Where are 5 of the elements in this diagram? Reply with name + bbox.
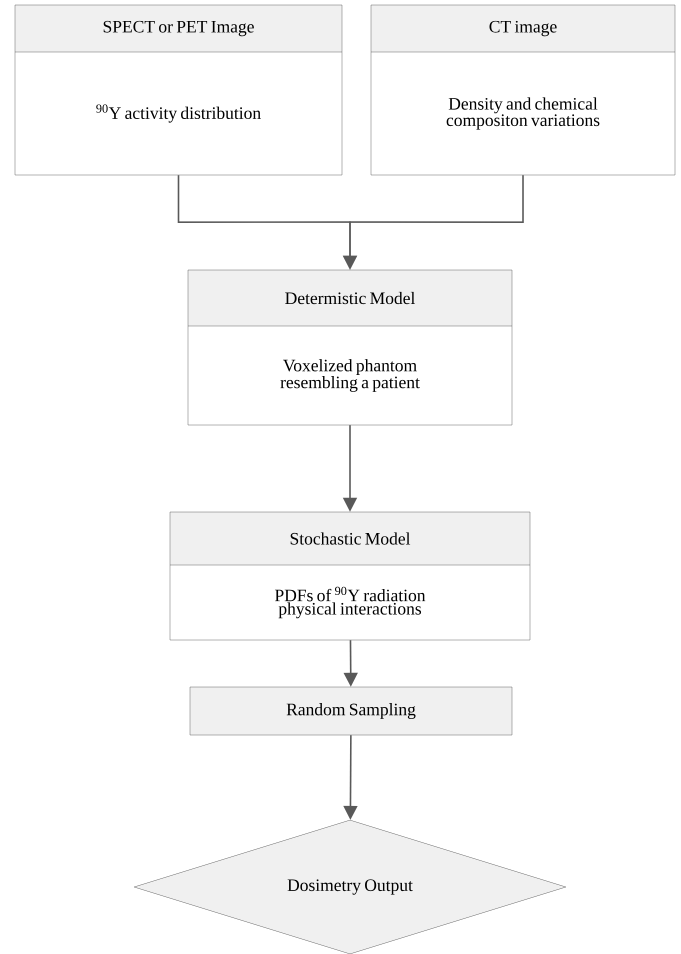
process-card: CT image Density and chemical compositon variations	[370, 4, 676, 176]
process-card: Stochastic Model PDFs of $^{90}$Y radiation physical interactions	[170, 512, 530, 640]
process-box: Random Sampling	[190, 686, 512, 736]
process-card: SPECT or PET Image $^{90}$Y activity distribution	[14, 4, 342, 176]
process-card: Determistic Model Voxelized phantom resembling a patient	[188, 270, 512, 426]
